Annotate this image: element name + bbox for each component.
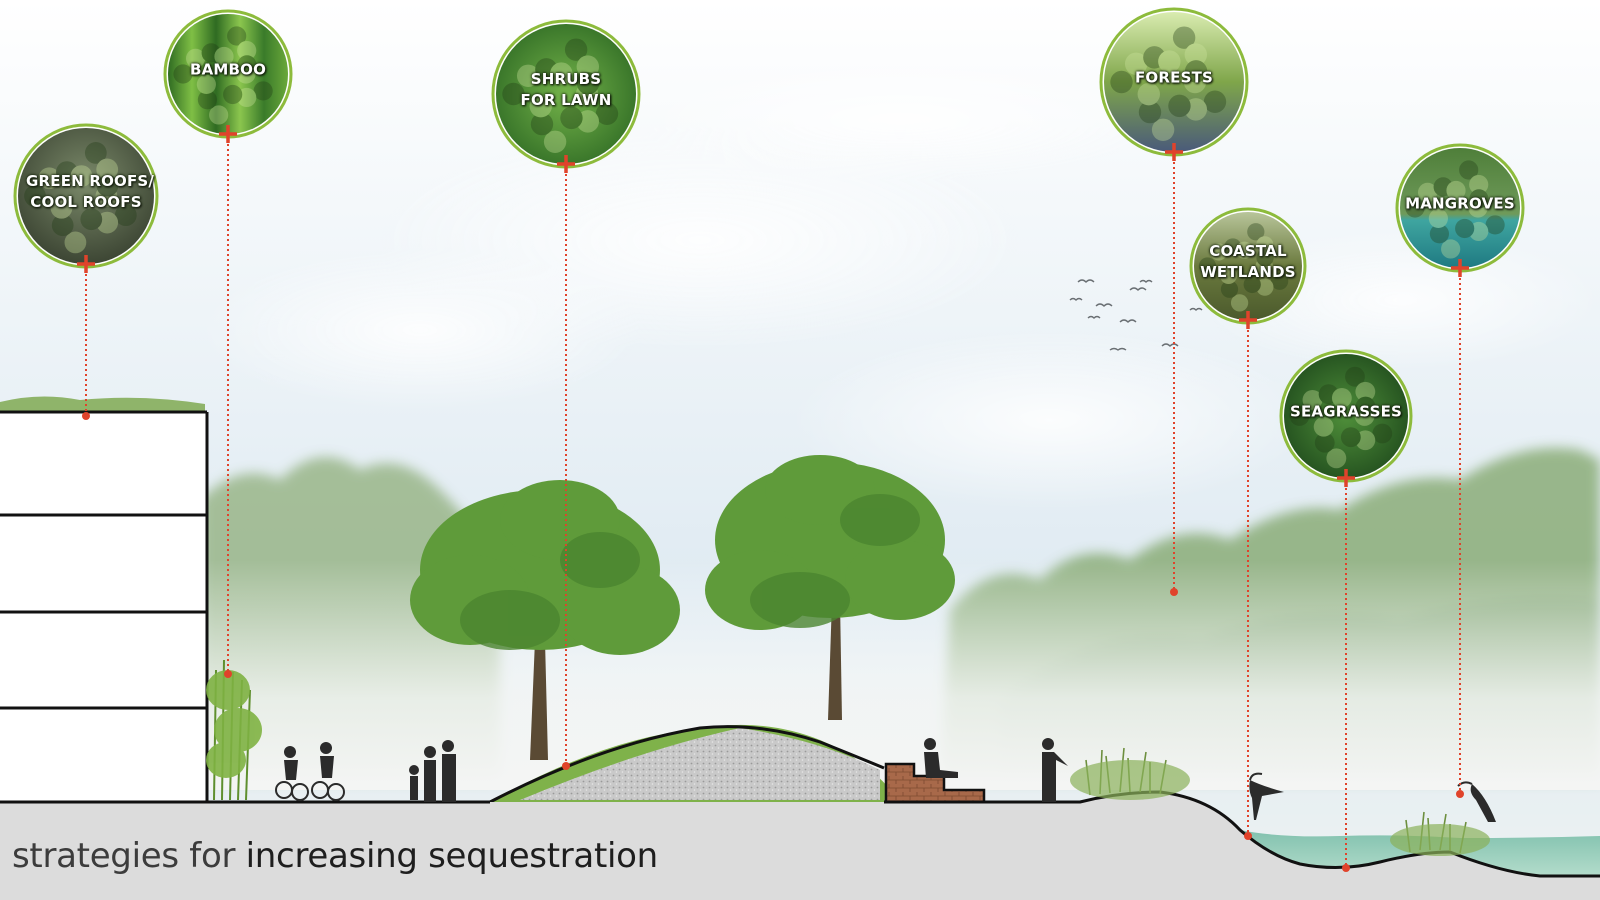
cyclist-1 [275,746,309,801]
standing-person [1042,738,1068,802]
bubble-label-line: FORESTS [1134,68,1214,87]
leader-dot-mangroves [1456,790,1464,798]
leader-lines [82,134,1464,872]
plus-icon [557,155,575,173]
plus-icon [1337,469,1355,487]
wetland-grass-mass [1070,760,1490,856]
leader-dot-shrubs [562,762,570,770]
bubble-coastal-wetlands [1189,207,1307,329]
bubble-label-coastal-wetlands: COASTAL WETLANDS [1188,241,1308,283]
bubble-label-line: COOL ROOFS [30,193,142,211]
bubble-label-shrubs: SHRUBS FOR LAWN [506,69,626,111]
leader-dot-coastal-wetlands [1244,832,1252,840]
bamboo-planting [206,659,262,801]
bubble-label-line: BAMBOO [189,60,267,79]
bubble-label-line: GREEN ROOFS/ [26,172,155,190]
bubble-bamboo [163,9,293,143]
bubble-label-line: SHRUBS [530,70,602,88]
heron-1 [1249,772,1284,820]
leader-dot-seagrasses [1342,864,1350,872]
leader-dot-bamboo [224,670,232,678]
bubble-label-forests: FORESTS [1114,68,1234,89]
plus-icon [77,255,95,273]
diagram-caption: strategies for increasing sequestration [12,836,658,876]
heron-2 [1457,781,1496,822]
bubble-label-bamboo: BAMBOO [168,60,288,81]
bubble-mangroves [1395,143,1525,277]
bubble-seagrasses [1279,349,1413,487]
cyclist-2 [311,742,345,801]
plus-icon [1451,259,1469,277]
bubble-shrubs [491,19,641,173]
bubble-label-line: MANGROVES [1405,194,1515,213]
bubble-label-green-roofs: GREEN ROOFS/COOL ROOFS [26,171,155,213]
sitting-person [924,738,958,778]
bubble-label-line: SEAGRASSES [1289,402,1403,421]
clouds [200,60,1600,510]
bubble-label-seagrasses: SEAGRASSES [1286,402,1406,423]
bubble-forests [1099,7,1249,161]
bubble-label-line: FOR LAWN [520,91,612,109]
caption-prefix: strategies for [12,836,236,876]
people-silhouettes [275,738,1496,822]
caption-emphasis: increasing sequestration [245,836,659,876]
plus-icon [1239,311,1257,329]
tree-left [410,480,680,760]
plus-icon [219,125,237,143]
bubble-green-roofs [13,123,159,273]
plus-icon [1165,143,1183,161]
leader-dot-green-roofs [82,412,90,420]
tree-right [705,455,955,720]
strategy-bubbles [13,7,1525,487]
mound [489,724,900,804]
bubble-label-line: WETLANDS [1200,263,1296,281]
bubble-label-line: COASTAL [1209,242,1287,260]
leader-dot-forests [1170,588,1178,596]
bubble-label-mangroves: MANGROVES [1400,194,1520,215]
building-section [0,396,209,802]
family-walking [409,740,456,802]
birds [1069,279,1203,351]
